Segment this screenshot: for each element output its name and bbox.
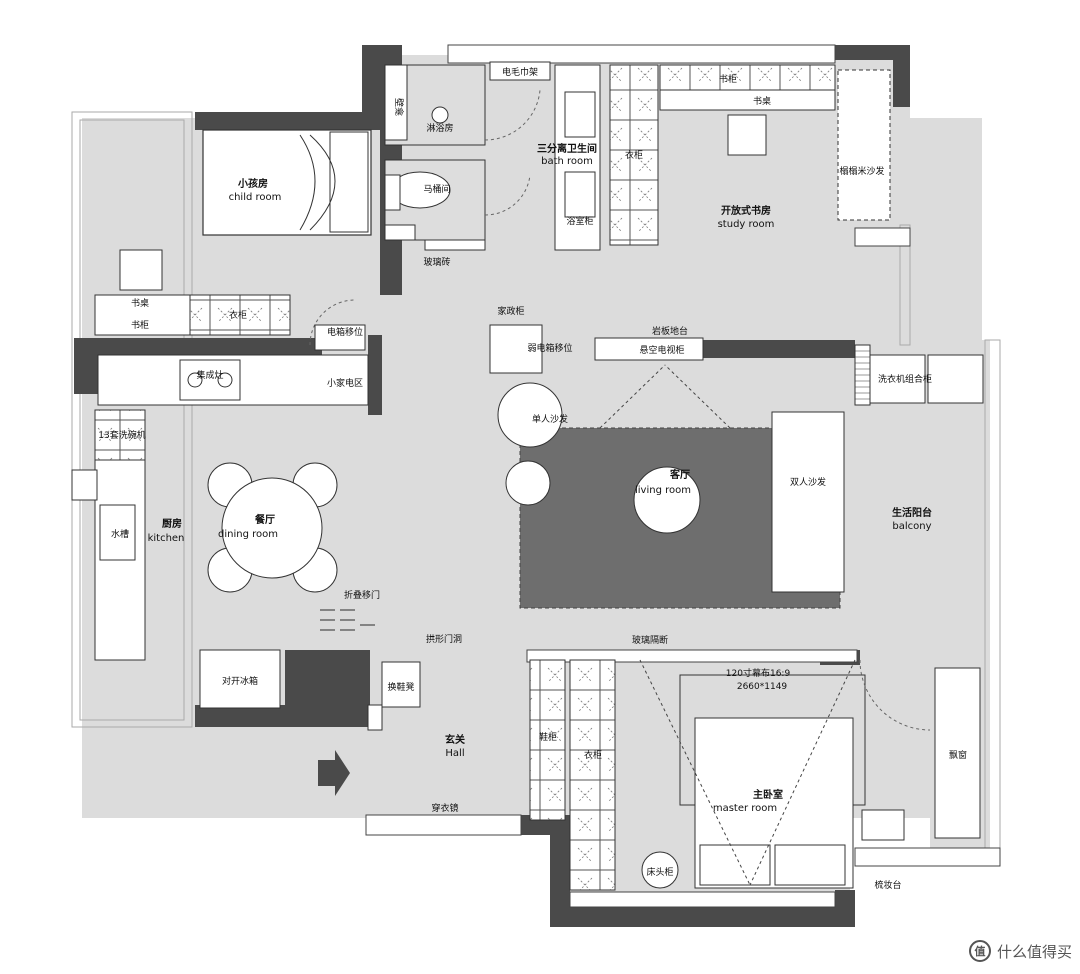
bath-room [384,61,601,251]
fridge [199,649,281,709]
glass-brick-label: 玻璃砖 [423,256,450,268]
child-bookshelf-label: 书柜 [131,319,149,331]
child-desk-label: 书桌 [131,297,149,309]
study-wardrobe-label: 衣柜 [625,149,643,161]
top-wall-strips [365,44,1001,908]
coat-mirror-label: 穿衣镜 [431,802,458,814]
projector-size-label: 2660*1149 [737,682,788,692]
meter-box-label: 弱电箱移位 [527,342,572,354]
appliance-area-label: 小家电区 [327,377,363,389]
towel-rack-label: 电毛巾架 [502,66,538,78]
balcony-cn: 生活阳台 [892,506,932,519]
bath-room-en: bath room [541,156,593,167]
living-room-cn: 客厅 [669,468,690,481]
dining-room-cn: 餐厅 [254,513,275,526]
arched-opening-label: 拱形门洞 [426,633,462,645]
study-room [609,64,891,246]
balcony-area [854,344,984,406]
child-room [94,129,372,346]
entrance-arrow [318,750,350,796]
washer-cabinet-label: 洗衣机组合柜 [878,373,932,385]
house-cabinet-label: 家政柜 [497,305,524,317]
balcony-en: balcony [892,521,931,532]
master-room-en: master room [713,803,777,814]
dining-room-en: dining room [218,529,278,540]
child-room-en: child room [229,192,282,203]
bathroom-cabinet-label: 浴室柜 [566,215,593,227]
child-chair [119,249,163,291]
watermark-logo-icon: 值 [968,940,991,962]
master-wardrobe-label: 衣柜 [584,749,602,761]
glass-partition-label: 玻璃隔断 [632,634,668,646]
dishwasher-label: 13套洗碗机 [98,429,145,441]
hall-en: Hall [445,748,464,759]
study-desk-label: 书桌 [753,95,771,107]
folding-door [320,609,375,631]
master-room-cn: 主卧室 [753,788,783,801]
bay-window [934,667,981,839]
bath-room-cn: 三分离卫生间 [537,142,597,155]
kitchen-area [71,324,369,709]
fixture-labels: 淋浴房 马桶间 玻璃砖 电毛巾架 浴室柜 壁龛 衣柜 书柜 书桌 榻榻米沙发 书… [98,66,967,891]
tatami-sofa [837,69,891,221]
room-labels: 小孩房 child room 开放式书房 study room 三分离卫生间 b… [148,142,932,814]
coffee-table [633,466,701,534]
dressing-table-label: 梳妆台 [874,879,901,891]
dining-area [207,462,338,593]
kitchen-cn: 厨房 [162,517,182,530]
study-bookshelf-label: 书柜 [719,73,737,85]
shoe-bench-label: 换鞋凳 [387,681,414,693]
watermark: 值 什么值得买 [968,940,1072,962]
child-wardrobe-label: 衣柜 [229,309,247,321]
electric-box-label: 电箱移位 [327,326,363,338]
floor-stand-label: 岩板地台 [652,325,688,337]
living-room-area [489,324,845,609]
study-room-cn: 开放式书房 [721,204,771,217]
bedside-table-label: 床头柜 [646,866,673,878]
kitchen-en: kitchen [148,533,185,544]
shoe-cabinet-label: 鞋柜 [539,731,557,743]
child-room-cn: 小孩房 [237,177,268,190]
sink-label: 水槽 [111,528,129,540]
watermark-text: 什么值得买 [996,942,1072,961]
hall-cn: 玄关 [445,733,465,746]
stove-label: 集成灶 [196,369,223,381]
master-room [529,659,981,891]
shower-label: 淋浴房 [426,122,453,134]
study-room-en: study room [718,219,775,230]
bath-wall-label: 壁龛 [393,98,405,116]
single-sofa [497,382,563,448]
double-sofa [771,411,845,593]
hall-area [318,661,421,796]
study-chair [727,114,767,156]
projector-label: 120寸幕布16:9 [726,667,791,679]
fridge-label: 对开冰箱 [222,675,258,687]
bay-window-label: 飘窗 [949,749,967,761]
folding-door-label: 折叠移门 [344,589,380,601]
single-sofa-label: 单人沙发 [532,413,568,425]
tatami-sofa-label: 榻榻米沙发 [839,165,884,177]
living-room-en: living room [635,485,691,496]
toilet-label: 马桶间 [423,183,450,195]
double-sofa-label: 双人沙发 [790,476,826,488]
tv-cabinet-label: 悬空电视柜 [639,344,684,356]
